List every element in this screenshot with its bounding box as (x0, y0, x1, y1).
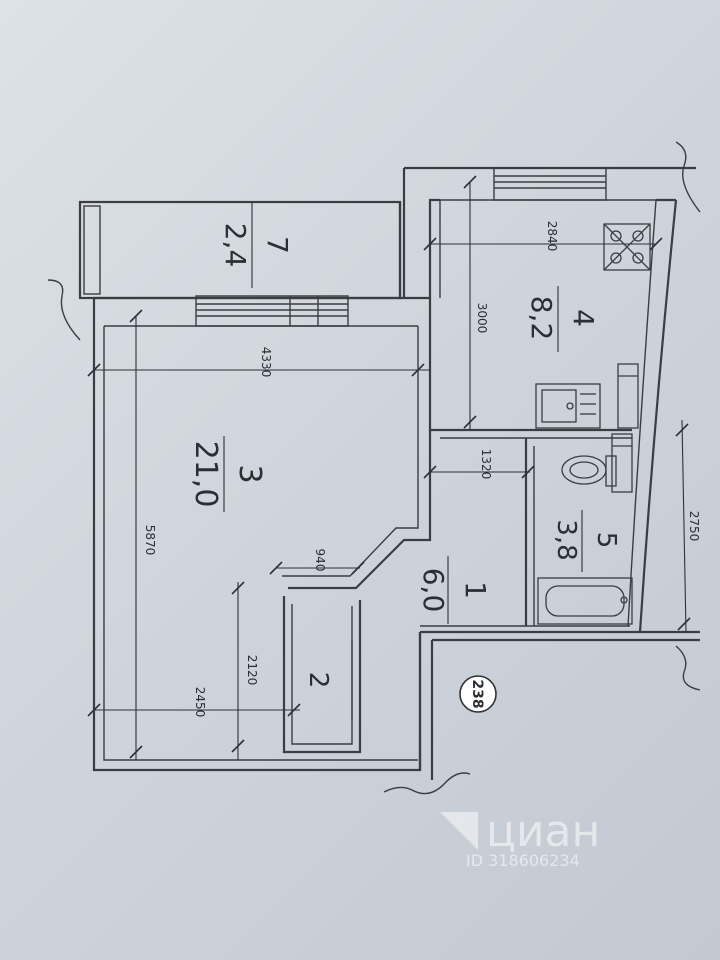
room-2-number: 2 (303, 672, 333, 689)
dimension-lines (87, 175, 691, 760)
apartment-number: 238 (469, 679, 485, 708)
dim-corridor-step: 940 (313, 549, 327, 572)
dim-bath-width: 1320 (479, 449, 493, 480)
room-5-area: 3,8 (551, 519, 581, 560)
break-lines (47, 141, 701, 795)
sink-icon (535, 383, 601, 429)
room-4-area: 8,2 (525, 296, 558, 341)
dim-room-bottom-width: 2450 (193, 687, 207, 718)
room-1-area: 6,0 (417, 568, 450, 613)
dim-room-width: 4330 (259, 347, 273, 378)
watermark-brand: циан (486, 806, 600, 857)
room-window (195, 295, 349, 327)
dim-closet-depth: 2120 (245, 655, 259, 686)
cian-logo-icon (440, 812, 478, 850)
room-7-number: 7 (261, 236, 294, 254)
watermark-id: ID 318606234 (466, 851, 580, 870)
room-1-number: 1 (459, 581, 492, 599)
dim-kitchen-depth: 3000 (475, 303, 489, 334)
neighbour-walls (418, 632, 700, 780)
dim-outer-wall: 2750 (687, 511, 701, 542)
watermark: циан ID 318606234 (440, 806, 600, 870)
toilet-icon (561, 455, 617, 487)
counter-icon (617, 363, 639, 429)
room-7-area: 2,4 (219, 223, 252, 268)
kitchen-walls (402, 166, 696, 633)
main-room-walls (92, 295, 432, 772)
bath-walls (420, 438, 700, 634)
dim-kitchen-width: 2840 (545, 221, 559, 252)
apartment-number-badge: 238 (459, 675, 497, 713)
stove-icon (603, 223, 651, 271)
bathtub-icon (537, 577, 633, 625)
room-3-area: 21,0 (188, 441, 223, 508)
dim-room-depth: 5870 (143, 525, 157, 556)
washstand-icon (611, 433, 633, 493)
room-3-number: 3 (232, 464, 267, 483)
kitchen-window (493, 167, 607, 201)
room-5-number: 5 (591, 532, 621, 549)
room-4-number: 4 (567, 309, 600, 327)
